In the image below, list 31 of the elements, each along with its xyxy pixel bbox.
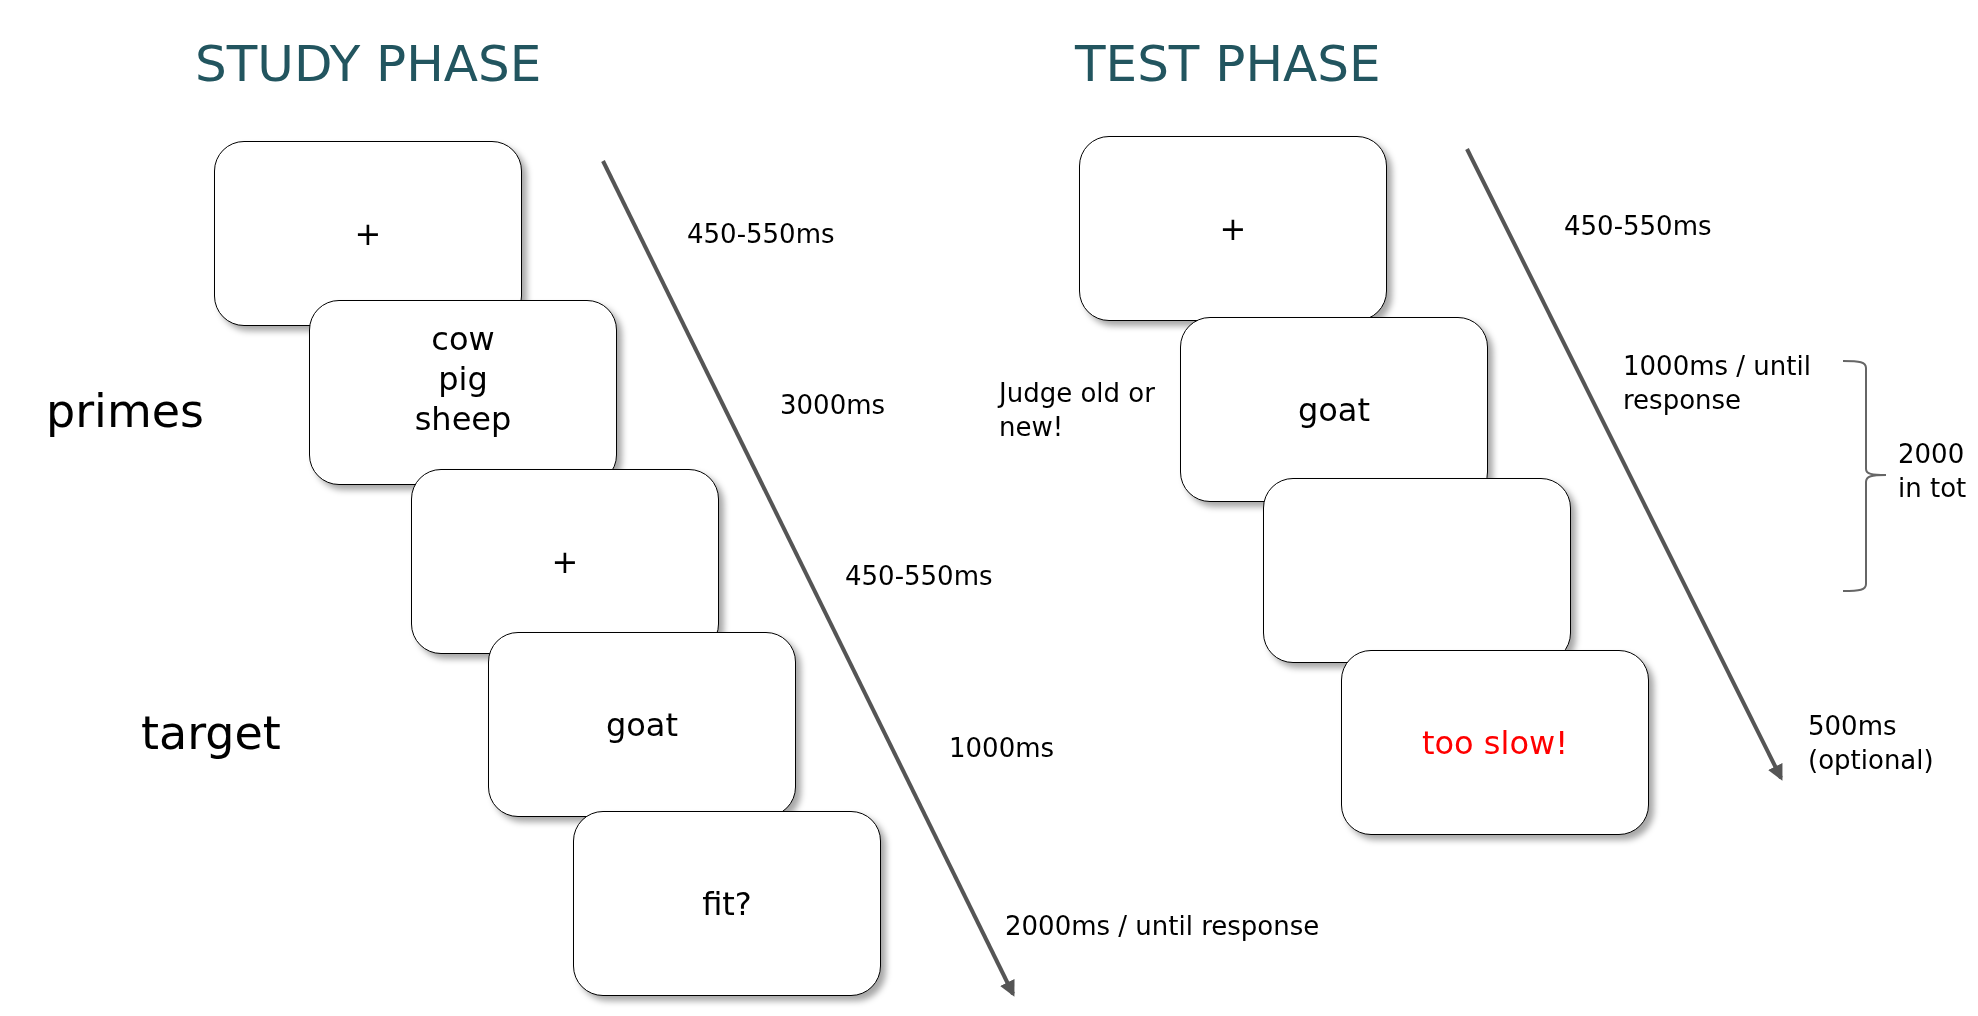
screen-text: cow pig sheep	[413, 318, 513, 439]
row-label: primes	[46, 383, 204, 440]
duration-label: 450-550ms	[687, 218, 835, 251]
stimulus-screen	[1079, 136, 1387, 321]
stimulus-screen	[573, 811, 881, 996]
stimulus-screen	[214, 141, 522, 326]
blank-screen	[1263, 478, 1571, 663]
stimulus-screen	[488, 632, 796, 817]
duration-label: 1000ms	[949, 732, 1055, 765]
duration-label: 500ms (optional)	[1808, 710, 1935, 777]
phase-heading: STUDY PHASE	[195, 34, 542, 95]
duration-label: 450-550ms	[1564, 210, 1712, 243]
duration-label: 1000ms / until response	[1623, 350, 1812, 417]
screen-text: goat	[605, 704, 678, 745]
screen-text: too slow!	[1422, 722, 1568, 763]
stimulus-screen	[1341, 650, 1649, 835]
screen-text: +	[1219, 208, 1247, 249]
duration-label: 2000ms / until response	[1005, 910, 1320, 943]
stimulus-screen	[309, 300, 617, 485]
row-label: target	[141, 705, 281, 762]
screen-text: goat	[1297, 389, 1370, 430]
duration-label: 3000ms	[780, 389, 886, 422]
screen-text: +	[354, 213, 382, 254]
phase-heading: TEST PHASE	[1075, 34, 1381, 95]
stimulus-screen	[411, 469, 719, 654]
duration-label: 2000 in tot	[1898, 438, 1968, 505]
duration-label: 450-550ms	[845, 560, 993, 593]
stimulus-screen	[1180, 317, 1488, 502]
screen-text: +	[551, 541, 579, 582]
instruction-text: Judge old or new!	[999, 377, 1156, 444]
screen-text: fit?	[702, 883, 752, 924]
